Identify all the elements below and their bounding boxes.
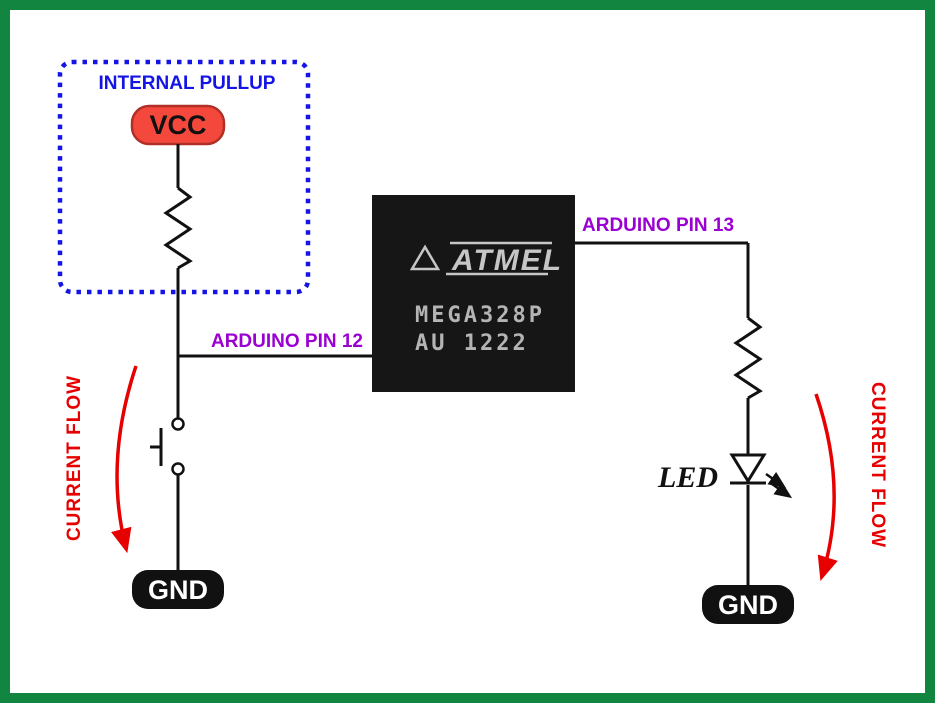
gnd-left-label: GND xyxy=(148,575,208,605)
arduino-pin13-label: ARDUINO PIN 13 xyxy=(582,215,734,236)
vcc-label: VCC xyxy=(149,110,206,140)
gnd-right-label: GND xyxy=(718,590,778,620)
resistor-right-icon xyxy=(733,316,763,400)
internal-pullup-box xyxy=(57,59,311,295)
led-label: LED xyxy=(657,461,718,494)
current-flow-right-label: CURRENT FLOW xyxy=(867,382,888,548)
current-flow-left-label: CURRENT FLOW xyxy=(64,375,85,541)
pushbutton-icon xyxy=(150,417,185,476)
atmel-logo-triangle-icon xyxy=(409,244,441,271)
gnd-right-badge xyxy=(702,585,794,624)
current-flow-arrow-left-icon xyxy=(111,365,138,554)
resistor-left-icon xyxy=(163,186,193,270)
chip-part-line1: MEGA328P xyxy=(415,303,545,328)
current-flow-arrow-right-icon xyxy=(814,393,838,582)
internal-pullup-label: INTERNAL PULLUP xyxy=(99,73,276,94)
gnd-left-badge xyxy=(132,570,224,609)
chip-part-line2: AU 1222 xyxy=(415,331,529,356)
atmega328p-chip: ATMEL MEGA328P AU 1222 xyxy=(372,195,575,392)
atmel-brand-label: ATMEL xyxy=(451,244,563,277)
arduino-pin12-label: ARDUINO PIN 12 xyxy=(211,331,363,352)
led-icon xyxy=(729,453,793,499)
